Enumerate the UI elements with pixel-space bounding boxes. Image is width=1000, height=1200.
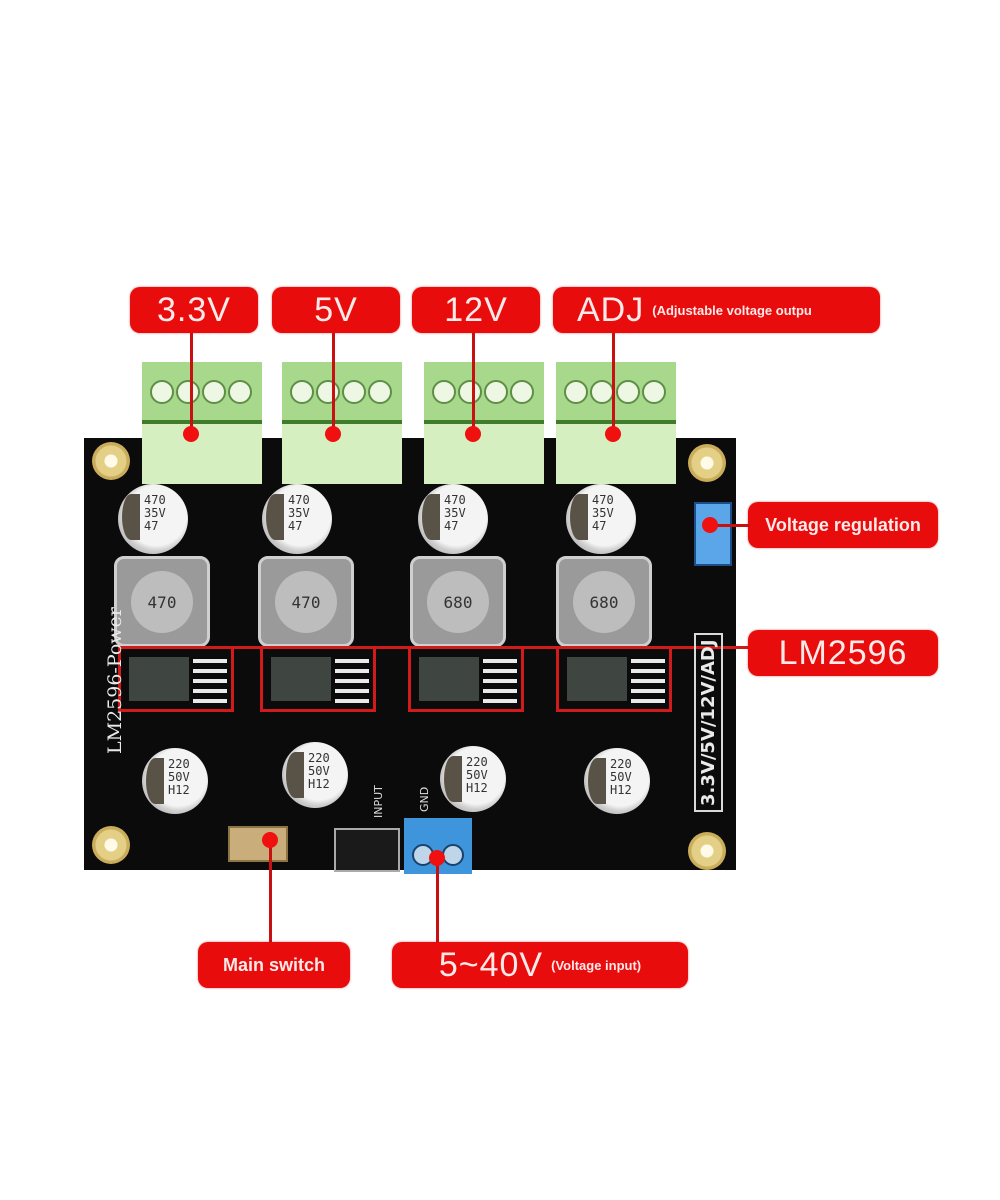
mounting-hole	[688, 832, 726, 870]
callout-12v: 12V	[412, 287, 540, 333]
terminal-block-5v	[282, 362, 412, 484]
callout-lm2596: LM2596	[748, 630, 938, 676]
callout-main-switch: Main switch	[198, 942, 350, 988]
board-silkscreen: LM2596-Power	[104, 607, 126, 754]
lm2596-ic	[556, 646, 672, 712]
inductor: 680	[410, 556, 506, 647]
terminal-block-12v	[424, 362, 554, 484]
input-terminal	[404, 818, 472, 874]
lm2596-ic	[260, 646, 376, 712]
input-diode	[334, 828, 400, 872]
output-capacitor: 220 50V H12	[282, 742, 348, 808]
output-capacitor: 220 50V H12	[584, 748, 650, 814]
inductor: 680	[556, 556, 652, 647]
input-capacitor: 470 35V 47	[418, 484, 488, 554]
lm2596-leader-line	[118, 646, 748, 649]
potentiometer[interactable]	[694, 502, 732, 566]
mounting-hole	[92, 826, 130, 864]
input-capacitor: 470 35V 47	[118, 484, 188, 554]
output-capacitor: 220 50V H12	[142, 748, 208, 814]
inductor: 470	[114, 556, 210, 647]
callout-voltage-input: 5~40V(Voltage input)	[392, 942, 688, 988]
callout-5v: 5V	[272, 287, 400, 333]
callout-adj: ADJ(Adjustable voltage outpu	[553, 287, 880, 333]
input-capacitor: 470 35V 47	[566, 484, 636, 554]
lm2596-ic	[118, 646, 234, 712]
mounting-hole	[92, 442, 130, 480]
terminal-block-adj	[556, 362, 686, 484]
callout-3v3: 3.3V	[130, 287, 258, 333]
output-silkscreen: 3.3V/5V/12V/ADJ	[694, 633, 723, 812]
mounting-hole	[688, 444, 726, 482]
gnd-silkscreen: GND	[418, 786, 431, 812]
callout-voltage-regulation: Voltage regulation	[748, 502, 938, 548]
lm2596-ic	[408, 646, 524, 712]
output-capacitor: 220 50V H12	[440, 746, 506, 812]
terminal-block-3v3	[142, 362, 272, 484]
input-silkscreen: INPUT	[372, 785, 385, 818]
main-switch[interactable]	[228, 826, 288, 862]
input-capacitor: 470 35V 47	[262, 484, 332, 554]
inductor: 470	[258, 556, 354, 647]
